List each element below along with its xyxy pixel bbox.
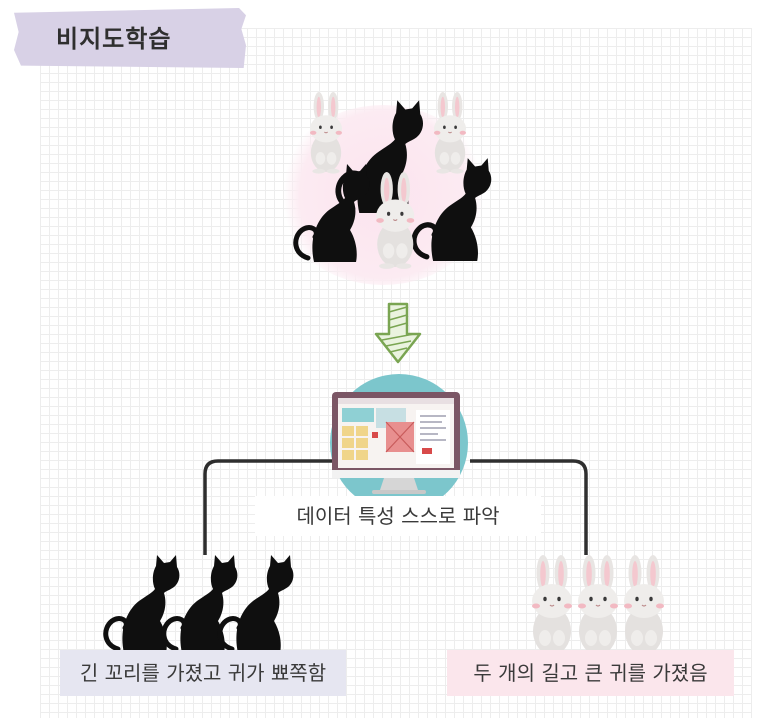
green-down-arrow-icon bbox=[374, 302, 422, 364]
rabbit-icon bbox=[577, 554, 619, 658]
rabbit-group-icon bbox=[531, 554, 665, 658]
rabbit-icon bbox=[531, 554, 573, 658]
title-tape bbox=[14, 8, 246, 68]
feature-discovery-label: 데이터 특성 스스로 파악 bbox=[255, 496, 541, 536]
cat-icon bbox=[106, 555, 180, 653]
rabbit-cluster-label: 두 개의 길고 큰 귀를 가졌음 bbox=[447, 650, 734, 696]
rabbit-icon bbox=[623, 554, 665, 658]
computer-monitor-icon bbox=[330, 374, 468, 512]
cat-group-icon bbox=[100, 553, 300, 663]
page-title: 비지도학습 bbox=[56, 25, 172, 53]
cat-cluster-label: 긴 꼬리를 가졌고 귀가 뾰쪽함 bbox=[60, 650, 346, 696]
